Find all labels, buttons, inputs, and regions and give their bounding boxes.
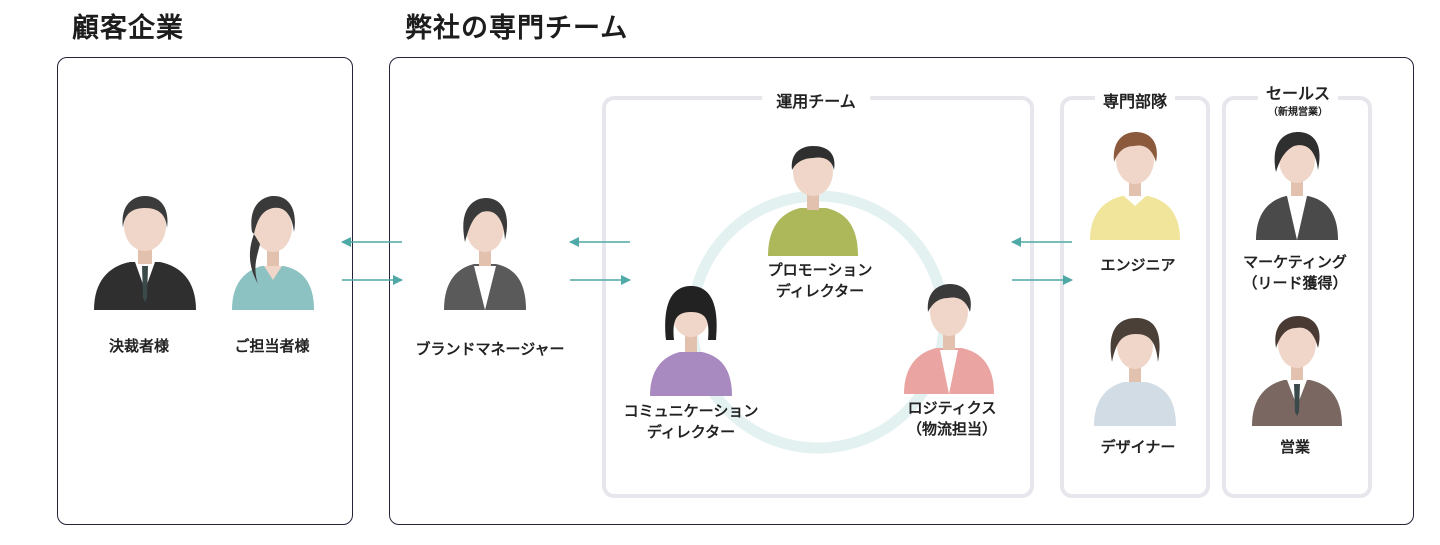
designer-label: デザイナー <box>1100 438 1176 456</box>
promotion-director-label: プロモーション ディレクター <box>767 261 873 300</box>
sales-rep-label: 営業 <box>1279 438 1311 456</box>
marketing-label: マーケティング （リード獲得） <box>1242 253 1348 292</box>
team-box <box>389 57 1414 525</box>
specialist-title: 専門部隊 <box>1094 88 1176 112</box>
sales-subtitle: （新規営業） <box>1268 107 1328 118</box>
contact-person-avatar-icon <box>232 196 314 310</box>
decision-maker-label: 決裁者様 <box>108 337 170 355</box>
brand-manager-avatar-icon <box>444 198 526 310</box>
brand-manager-label: ブランドマネージャー <box>415 340 565 358</box>
promotion-director-avatar-icon <box>768 146 858 256</box>
marketing-avatar-icon <box>1256 132 1338 240</box>
operations-team-title: 運用チーム <box>762 88 870 112</box>
client-heading: 顧客企業 <box>72 13 184 44</box>
client-box <box>57 57 353 525</box>
engineer-label: エンジニア <box>1100 256 1176 274</box>
decision-maker-avatar-icon <box>94 196 196 310</box>
team-heading: 弊社の専門チーム <box>405 13 629 44</box>
engineer-avatar-icon <box>1090 132 1180 240</box>
contact-person-label: ご担当者様 <box>234 337 310 355</box>
designer-avatar-icon <box>1094 318 1176 426</box>
sales-rep-avatar-icon <box>1252 316 1342 426</box>
sales-title: セールス <box>1257 80 1339 104</box>
communication-director-avatar-icon <box>650 286 732 396</box>
logistics-label: ロジティクス （物流担当） <box>906 399 998 438</box>
communication-director-label: コミュニケーション ディレクター <box>623 402 759 441</box>
logistics-avatar-icon <box>904 284 994 394</box>
